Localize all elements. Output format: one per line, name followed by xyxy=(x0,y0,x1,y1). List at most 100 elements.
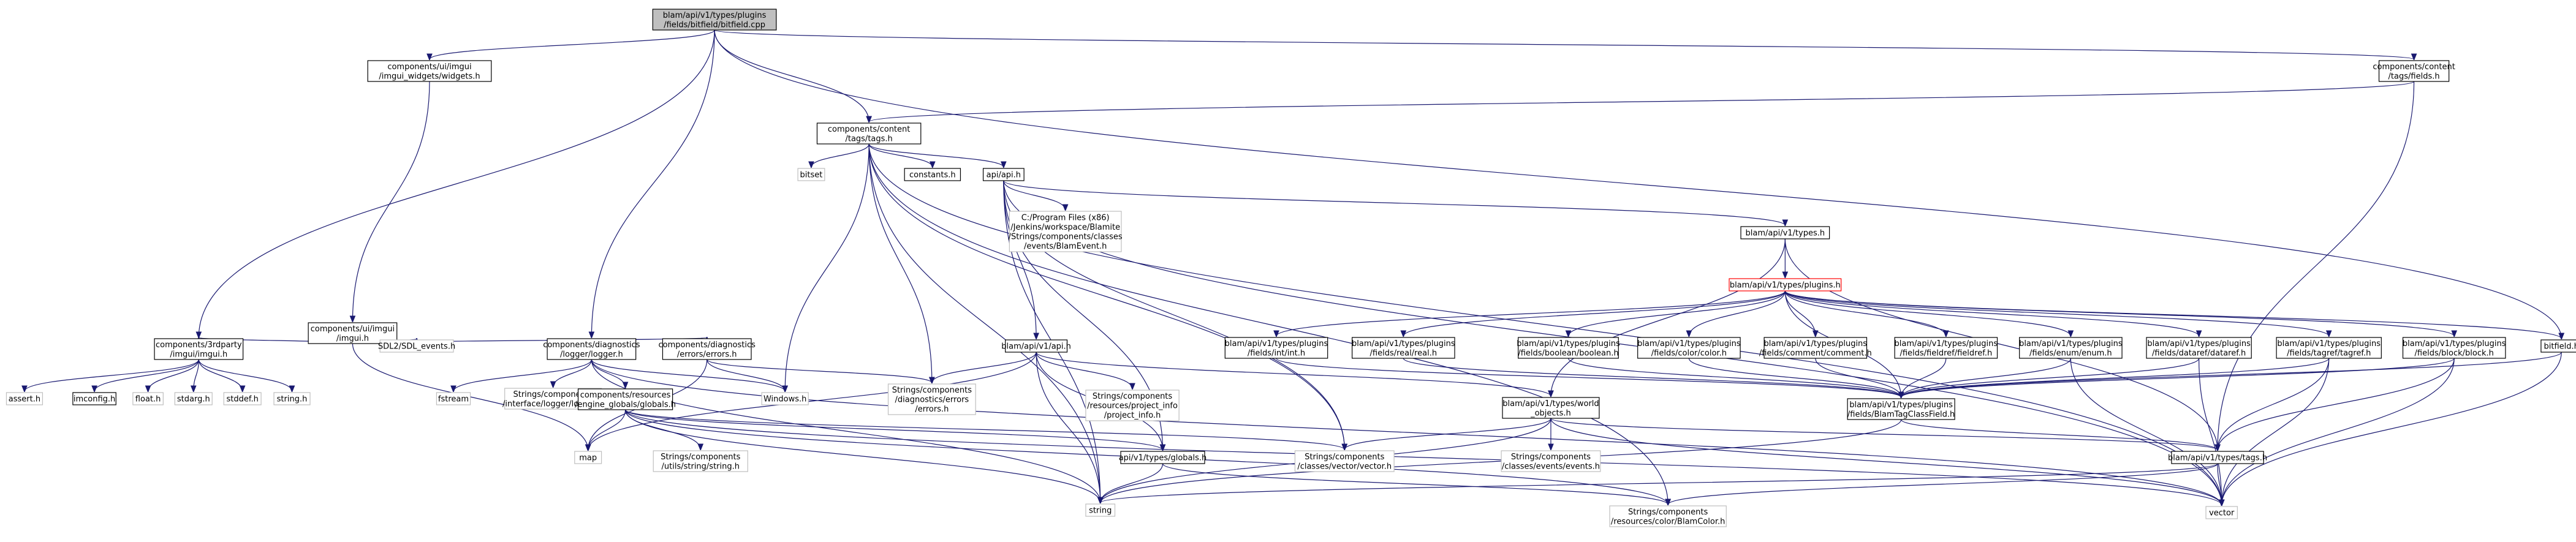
node-box xyxy=(2019,337,2123,359)
edge-blamtagclassfield-to-v1_tags xyxy=(1900,419,2218,450)
node-label: blam/api/v1/api.h xyxy=(1001,342,1071,352)
edge-logger-to-globals_res xyxy=(591,359,625,388)
node-content_fields[interactable]: components/content/tags/fields.h xyxy=(2373,60,2455,82)
node-v1types[interactable]: blam/api/v1/types.h xyxy=(1740,226,1830,239)
node-box xyxy=(653,450,748,472)
edge-world_objects-to-v1_tags xyxy=(1550,418,2218,450)
node-label: /resources/color/BlamColor.h xyxy=(1611,517,1725,526)
node-plugins[interactable]: blam/api/v1/types/plugins.h xyxy=(1729,278,1842,292)
node-label: constants.h xyxy=(909,171,956,180)
node-box xyxy=(1518,337,1619,359)
node-box xyxy=(574,451,602,464)
node-label: /fields/enum/enum.h xyxy=(2029,348,2112,358)
node-box xyxy=(1352,337,1455,359)
edge-plugins-to-real xyxy=(1403,290,1786,336)
edge-world_objects-to-vector_h xyxy=(1344,418,1551,450)
node-real[interactable]: blam/api/v1/types/plugins/fields/real/re… xyxy=(1352,337,1455,359)
node-box xyxy=(1224,337,1328,359)
edge-plugins-to-color xyxy=(1689,290,1786,336)
node-thirdparty_imgui[interactable]: components/3rdparty/imgui/imgui.h xyxy=(154,338,244,360)
node-boolean[interactable]: blam/api/v1/types/plugins/fields/boolean… xyxy=(1517,337,1620,359)
node-box xyxy=(1085,390,1180,421)
node-fieldref[interactable]: blam/api/v1/types/plugins/fields/fieldre… xyxy=(1894,337,1998,359)
node-label: Strings/components xyxy=(892,386,972,395)
node-label: /classes/events/events.h xyxy=(1502,462,1600,471)
edge-v1_globals-to-blamcolor xyxy=(1162,463,1669,505)
node-v1api[interactable]: blam/api/v1/api.h xyxy=(1001,339,1071,353)
node-block[interactable]: blam/api/v1/types/plugins/fields/block/b… xyxy=(2403,337,2506,359)
node-label: bitfield.h xyxy=(2544,342,2576,352)
node-label: blam/api/v1/types/plugins xyxy=(2019,339,2123,348)
node-content_tags[interactable]: components/content/tags/tags.h xyxy=(816,122,922,145)
node-box xyxy=(1894,337,1998,359)
node-label: /tags/fields.h xyxy=(2388,72,2440,81)
node-box xyxy=(904,168,961,181)
node-assert: assert.h xyxy=(6,392,44,405)
node-box xyxy=(223,392,262,405)
node-box xyxy=(662,338,752,360)
node-label: components/diagnostics xyxy=(543,341,640,350)
node-label: /fields/int/int.h xyxy=(1248,348,1305,358)
edge-v1api-to-string xyxy=(1036,352,1100,503)
node-label: components/ui/imgui xyxy=(387,62,471,72)
edge-real-to-blamtagclassfield xyxy=(1403,358,1901,397)
node-box xyxy=(72,392,116,405)
node-box xyxy=(816,122,922,145)
node-constants[interactable]: constants.h xyxy=(904,168,961,181)
node-box xyxy=(797,168,825,181)
node-imconfig[interactable]: imconfig.h xyxy=(72,392,116,405)
edge-datarefs-to-blamtagclassfield xyxy=(1901,358,2200,397)
edge-bitfield_h-to-blamtagclassfield xyxy=(1901,352,2562,397)
edge-datarefs-to-vector xyxy=(2199,358,2222,505)
node-int[interactable]: blam/api/v1/types/plugins/fields/int/int… xyxy=(1224,337,1328,359)
node-box xyxy=(154,338,244,360)
node-label: Strings/components xyxy=(661,453,740,462)
node-tagref[interactable]: blam/api/v1/types/plugins/fields/tagref/… xyxy=(2276,337,2382,359)
node-color[interactable]: blam/api/v1/types/plugins/fields/color/c… xyxy=(1637,337,1741,359)
node-label: blam/api/v1/types/plugins xyxy=(1637,339,1741,348)
node-globals_res[interactable]: components/resources/engine_globals/glob… xyxy=(575,388,676,410)
node-box xyxy=(379,339,454,353)
node-comment[interactable]: blam/api/v1/types/plugins/fields/comment… xyxy=(1759,337,1872,359)
node-label: /events/BlamEvent.h xyxy=(1024,242,1107,251)
node-logger[interactable]: components/diagnostics/logger/logger.h xyxy=(543,338,640,360)
node-label: blam/api/v1/types/plugins xyxy=(1849,401,1953,410)
node-root[interactable]: blam/api/v1/types/plugins/fields/bitfiel… xyxy=(652,9,777,31)
node-box xyxy=(1502,397,1600,419)
node-imgui_widgets[interactable]: components/ui/imgui/imgui_widgets/widget… xyxy=(367,60,492,82)
node-label: /utils/string/string.h xyxy=(662,462,740,471)
edge-globals_res-to-vector_h xyxy=(624,409,1345,450)
node-box xyxy=(1501,450,1601,472)
node-v1_globals[interactable]: api/v1/types/globals.h xyxy=(1119,451,1207,464)
edge-errors_h-to-windows xyxy=(707,359,785,391)
node-blamtagclassfield[interactable]: blam/api/v1/types/plugins/fields/BlamTag… xyxy=(1847,398,1955,420)
edge-thirdparty_imgui-to-string_h xyxy=(198,359,292,391)
edge-boolean-to-blamtagclassfield xyxy=(1567,358,1901,397)
node-label: blam/api/v1/types/plugins xyxy=(663,11,767,20)
node-box xyxy=(1120,451,1205,464)
edge-plugins-to-tagref xyxy=(1784,290,2328,336)
node-datarefs[interactable]: blam/api/v1/types/plugins/fields/dataref… xyxy=(2146,337,2252,359)
node-label: /fields/dataref/dataref.h xyxy=(2152,348,2246,358)
edge-v1_globals-to-string xyxy=(1100,463,1164,503)
node-label: components/content xyxy=(828,125,910,134)
node-bitfield_h[interactable]: bitfield.h xyxy=(2540,339,2576,353)
edge-root-to-content_fields xyxy=(714,29,2414,59)
node-errors_h[interactable]: components/diagnostics/errors/errors.h xyxy=(659,338,756,360)
edge-content_tags-to-blamcolor xyxy=(868,143,1668,505)
node-v1_tags[interactable]: blam/api/v1/types/tags.h xyxy=(2168,451,2267,464)
edge-enum-to-vector xyxy=(2070,358,2221,505)
edge-root-to-logger xyxy=(591,29,715,337)
node-api[interactable]: api/api.h xyxy=(982,168,1025,181)
edge-thirdparty_imgui-to-stddef xyxy=(198,359,242,391)
node-enum[interactable]: blam/api/v1/types/plugins/fields/enum/en… xyxy=(2019,337,2123,359)
node-label: /resources/project_info xyxy=(1087,402,1178,411)
node-label: /fields/tagref/tagref.h xyxy=(2287,348,2371,358)
node-map: map xyxy=(574,451,602,464)
node-blamevent: C:/Program Files (x86)/Jenkins/workspace… xyxy=(1009,211,1123,252)
node-world_objects[interactable]: blam/api/v1/types/world_objects.h xyxy=(1502,397,1600,419)
node-label: Windows.h xyxy=(763,395,806,404)
edge-content_tags-to-api xyxy=(868,143,1004,167)
node-imgui_h[interactable]: components/ui/imgui/imgui.h xyxy=(308,322,398,344)
node-label: stdarg.h xyxy=(177,395,210,404)
